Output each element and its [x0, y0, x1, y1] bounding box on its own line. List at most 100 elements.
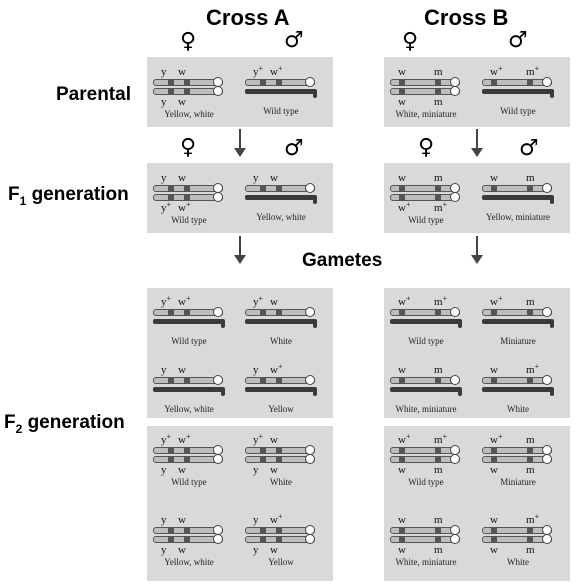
- arrowhead-a1: [234, 148, 246, 157]
- gene-band: [491, 528, 497, 533]
- centromere-circle: [305, 534, 315, 544]
- y-chromosome-hook: [313, 390, 317, 396]
- cross-a-header: Cross A: [206, 5, 290, 30]
- gene-band: [399, 310, 405, 315]
- allele-label: m: [434, 464, 443, 476]
- gene-band: [435, 310, 441, 315]
- centromere-circle: [213, 375, 223, 385]
- gene-band: [491, 448, 497, 453]
- allele-label: y+: [161, 200, 172, 214]
- gene-band: [435, 528, 441, 533]
- female-symbol-icon: ♀: [402, 29, 419, 54]
- allele-label: w: [270, 434, 278, 446]
- allele-label: w: [178, 96, 186, 108]
- gene-band: [527, 528, 533, 533]
- allele-label: y+: [161, 294, 172, 308]
- gene-band: [399, 80, 405, 85]
- female-symbol-icon: ♀: [180, 29, 197, 54]
- centromere-circle: [450, 192, 460, 202]
- allele-label: y: [253, 464, 259, 476]
- gametes-label: Gametes: [302, 250, 383, 271]
- allele-label: m: [434, 66, 443, 78]
- y-chromosome: [390, 319, 462, 324]
- y-chromosome-hook: [221, 390, 225, 396]
- allele-label: w: [490, 364, 498, 376]
- centromere-circle: [542, 375, 552, 385]
- allele-label: w+: [270, 64, 283, 78]
- gene-band: [399, 378, 405, 383]
- y-chromosome-hook: [458, 390, 462, 396]
- gene-band: [184, 310, 190, 315]
- allele-label: m: [526, 434, 535, 446]
- gene-band: [435, 537, 441, 542]
- male-symbol-icon: ♂: [284, 136, 304, 161]
- y-chromosome: [153, 319, 225, 324]
- y-chromosome-hook: [221, 322, 225, 328]
- gene-band: [435, 89, 441, 94]
- phenotype-caption: Wild type: [500, 106, 536, 116]
- gene-band: [184, 537, 190, 542]
- male-symbol-icon: ♂: [519, 136, 539, 161]
- centromere-circle: [213, 307, 223, 317]
- gene-band: [260, 448, 266, 453]
- allele-label: w: [270, 172, 278, 184]
- allele-label: w: [398, 464, 406, 476]
- centromere-circle: [450, 86, 460, 96]
- allele-label: m: [434, 172, 443, 184]
- y-chromosome-hook: [550, 390, 554, 396]
- gene-band: [399, 89, 405, 94]
- gene-band: [399, 528, 405, 533]
- gene-band: [527, 448, 533, 453]
- gene-band: [276, 457, 282, 462]
- allele-label: w+: [398, 432, 411, 446]
- allele-label: m+: [434, 200, 448, 214]
- allele-label: m: [434, 544, 443, 556]
- arrow-b1: [476, 129, 478, 150]
- gene-band: [260, 528, 266, 533]
- allele-label: y: [253, 544, 259, 556]
- phenotype-caption: Yellow: [268, 404, 294, 414]
- gene-band: [527, 457, 533, 462]
- gene-band: [491, 457, 497, 462]
- centromere-circle: [542, 454, 552, 464]
- y-chromosome-hook: [313, 322, 317, 328]
- allele-label: y: [253, 172, 259, 184]
- gene-band: [491, 537, 497, 542]
- gene-band: [260, 457, 266, 462]
- parental-label: Parental: [56, 84, 131, 105]
- allele-label: y: [161, 66, 167, 78]
- gene-band: [435, 378, 441, 383]
- allele-label: m+: [434, 294, 448, 308]
- phenotype-caption: Yellow, white: [164, 557, 214, 567]
- gene-band: [168, 528, 174, 533]
- y-chromosome: [245, 195, 317, 200]
- y-chromosome: [245, 387, 317, 392]
- arrow-a2: [239, 236, 241, 257]
- phenotype-caption: Yellow, white: [164, 109, 214, 119]
- phenotype-caption: White: [507, 557, 529, 567]
- gene-band: [168, 537, 174, 542]
- allele-label: w: [490, 172, 498, 184]
- centromere-circle: [213, 534, 223, 544]
- centromere-circle: [213, 454, 223, 464]
- phenotype-caption: Wild type: [171, 336, 207, 346]
- allele-label: w+: [490, 432, 503, 446]
- centromere-circle: [305, 454, 315, 464]
- centromere-circle: [305, 77, 315, 87]
- cross-b-header: Cross B: [424, 5, 509, 30]
- centromere-circle: [213, 86, 223, 96]
- arrowhead-b1: [471, 148, 483, 157]
- gene-band: [527, 378, 533, 383]
- allele-label: y: [161, 544, 167, 556]
- allele-label: y: [161, 96, 167, 108]
- gene-band: [276, 186, 282, 191]
- allele-label: y+: [161, 432, 172, 446]
- arrow-a1: [239, 129, 241, 150]
- gene-band: [184, 80, 190, 85]
- gene-band: [168, 448, 174, 453]
- female-symbol-icon: ♀: [418, 135, 435, 160]
- phenotype-caption: White: [507, 404, 529, 414]
- allele-label: m: [526, 296, 535, 308]
- y-chromosome-hook: [550, 198, 554, 204]
- phenotype-caption: Wild type: [171, 215, 207, 225]
